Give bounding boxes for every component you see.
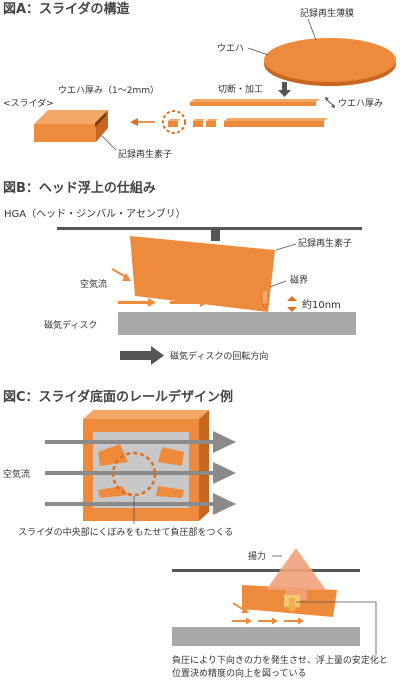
wafer-disk <box>264 38 396 86</box>
gap-label: 約10nm <box>302 298 341 311</box>
airflow-gray-arrow <box>45 462 236 484</box>
airflow-gray-arrow <box>45 493 236 515</box>
thickness-arrow-icon <box>325 97 335 108</box>
field-label: 磁界 <box>290 274 308 286</box>
wafer-label: ウエハ <box>217 43 244 54</box>
airflow-arrow <box>222 298 260 307</box>
read-write-element <box>261 289 269 309</box>
airflow-diagonal-arrow <box>111 268 131 281</box>
slider-block <box>34 110 108 142</box>
airflow-label-b: 空気流 <box>80 278 107 290</box>
wafer-strip <box>190 99 320 106</box>
airflow-arrow <box>170 298 208 307</box>
wafer-thickness-right-label: ウエハ厚み <box>338 98 383 109</box>
field-leader-line <box>269 280 287 288</box>
element-label-a: 記録再生素子 <box>118 148 172 160</box>
cut-piece <box>193 119 205 127</box>
section-b-title: 図B：ヘッド浮上の仕組み <box>3 180 156 196</box>
lift-arm <box>172 569 360 572</box>
airflow-arrow <box>118 298 156 307</box>
airflow-arrow <box>232 617 252 625</box>
magnetic-disk <box>118 312 356 335</box>
airflow-gray-arrow <box>45 431 236 453</box>
wafer-leader-line <box>247 47 269 56</box>
airflow-label-c: 空気流 <box>3 468 30 480</box>
hga-label: HGA（ヘッド・ジンバル・アセンブリ） <box>4 207 186 220</box>
wafer-thickness-left-label: ウエハ厚み（1～2mm） <box>58 85 159 96</box>
wafer-strip-remaining <box>224 118 328 127</box>
element-leader-line-b <box>275 243 297 251</box>
element-label-b: 記録再生素子 <box>298 237 352 249</box>
section-a-title: 図A：スライダの構造 <box>3 1 131 17</box>
film-label: 記録再生薄膜 <box>300 7 354 19</box>
down-force-arrow <box>285 598 299 612</box>
airflow-arrow <box>284 617 304 625</box>
lift-disk <box>172 627 360 646</box>
left-arrow-icon <box>130 118 155 126</box>
caption1: スライダの中央部にくぼみをもたせて負圧部をつくる <box>18 526 233 538</box>
hga-arm <box>57 227 362 241</box>
caption2-line2: 位置決め精度の向上を図っている <box>172 667 307 679</box>
rotation-arrow-icon <box>120 346 164 365</box>
gap-arrow-icon <box>287 296 297 312</box>
lift-up-arrow <box>266 548 326 600</box>
disk-label: 磁気ディスク <box>44 319 97 331</box>
slider-label: <スライダ> <box>3 97 54 109</box>
caption2-line1: 負圧により下向きの力を発生させ、浮上量の安定化と <box>172 654 388 666</box>
section-c-title: 図C：スライダ底面のレールデザイン例 <box>3 389 233 405</box>
process-down-arrow <box>278 82 291 97</box>
caption2-leader-line <box>296 601 377 655</box>
negative-pressure-circle <box>111 451 157 497</box>
cut-piece <box>206 119 218 127</box>
cut-piece <box>168 119 180 127</box>
airflow-diagonal-arrow-c <box>232 602 249 613</box>
lift-label: 揚力 <box>248 550 266 562</box>
film-leader-line <box>307 18 317 41</box>
process-label: 切断・加工 <box>218 83 263 95</box>
airflow-arrow <box>258 617 278 625</box>
rotation-label: 磁気ディスクの回転方向 <box>170 350 268 362</box>
flying-slider <box>130 236 275 312</box>
element-leader-line <box>101 135 117 151</box>
selected-piece-circle <box>162 110 186 134</box>
